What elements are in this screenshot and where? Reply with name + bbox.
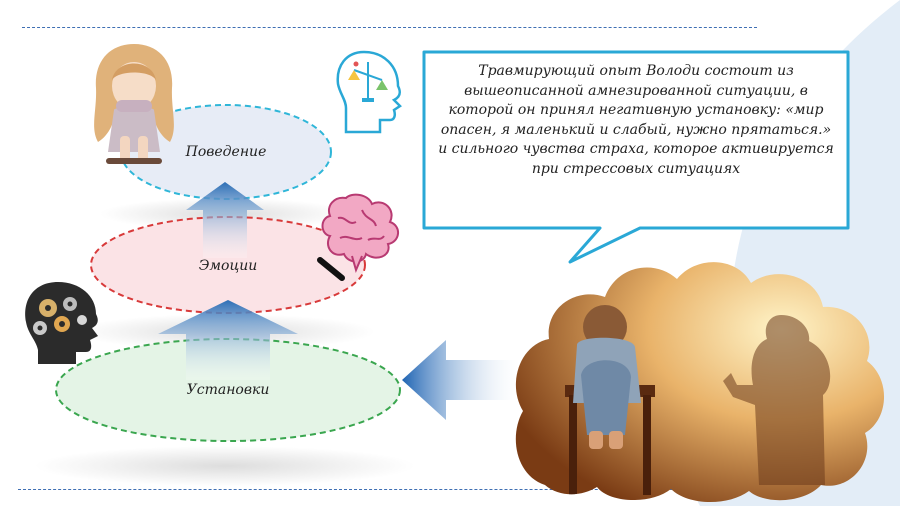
arrow-up-upper — [186, 182, 264, 258]
top-divider — [22, 27, 757, 28]
layer-emotion-label: Эмоции — [198, 258, 258, 274]
arrow-up-lower — [158, 300, 298, 380]
bottom-divider — [18, 489, 678, 490]
child-scene-photo — [515, 262, 885, 503]
brain-icon — [317, 193, 399, 281]
callout-text: Травмирующий опыт Володи состоит из выше… — [438, 63, 834, 177]
crying-girl-icon — [94, 44, 174, 164]
gears-head-icon — [25, 282, 98, 364]
arrow-left — [402, 340, 520, 420]
layer-attitude-label: Установки — [186, 382, 270, 398]
scales-head-icon — [336, 50, 402, 134]
layer-behavior-label: Поведение — [185, 144, 267, 160]
